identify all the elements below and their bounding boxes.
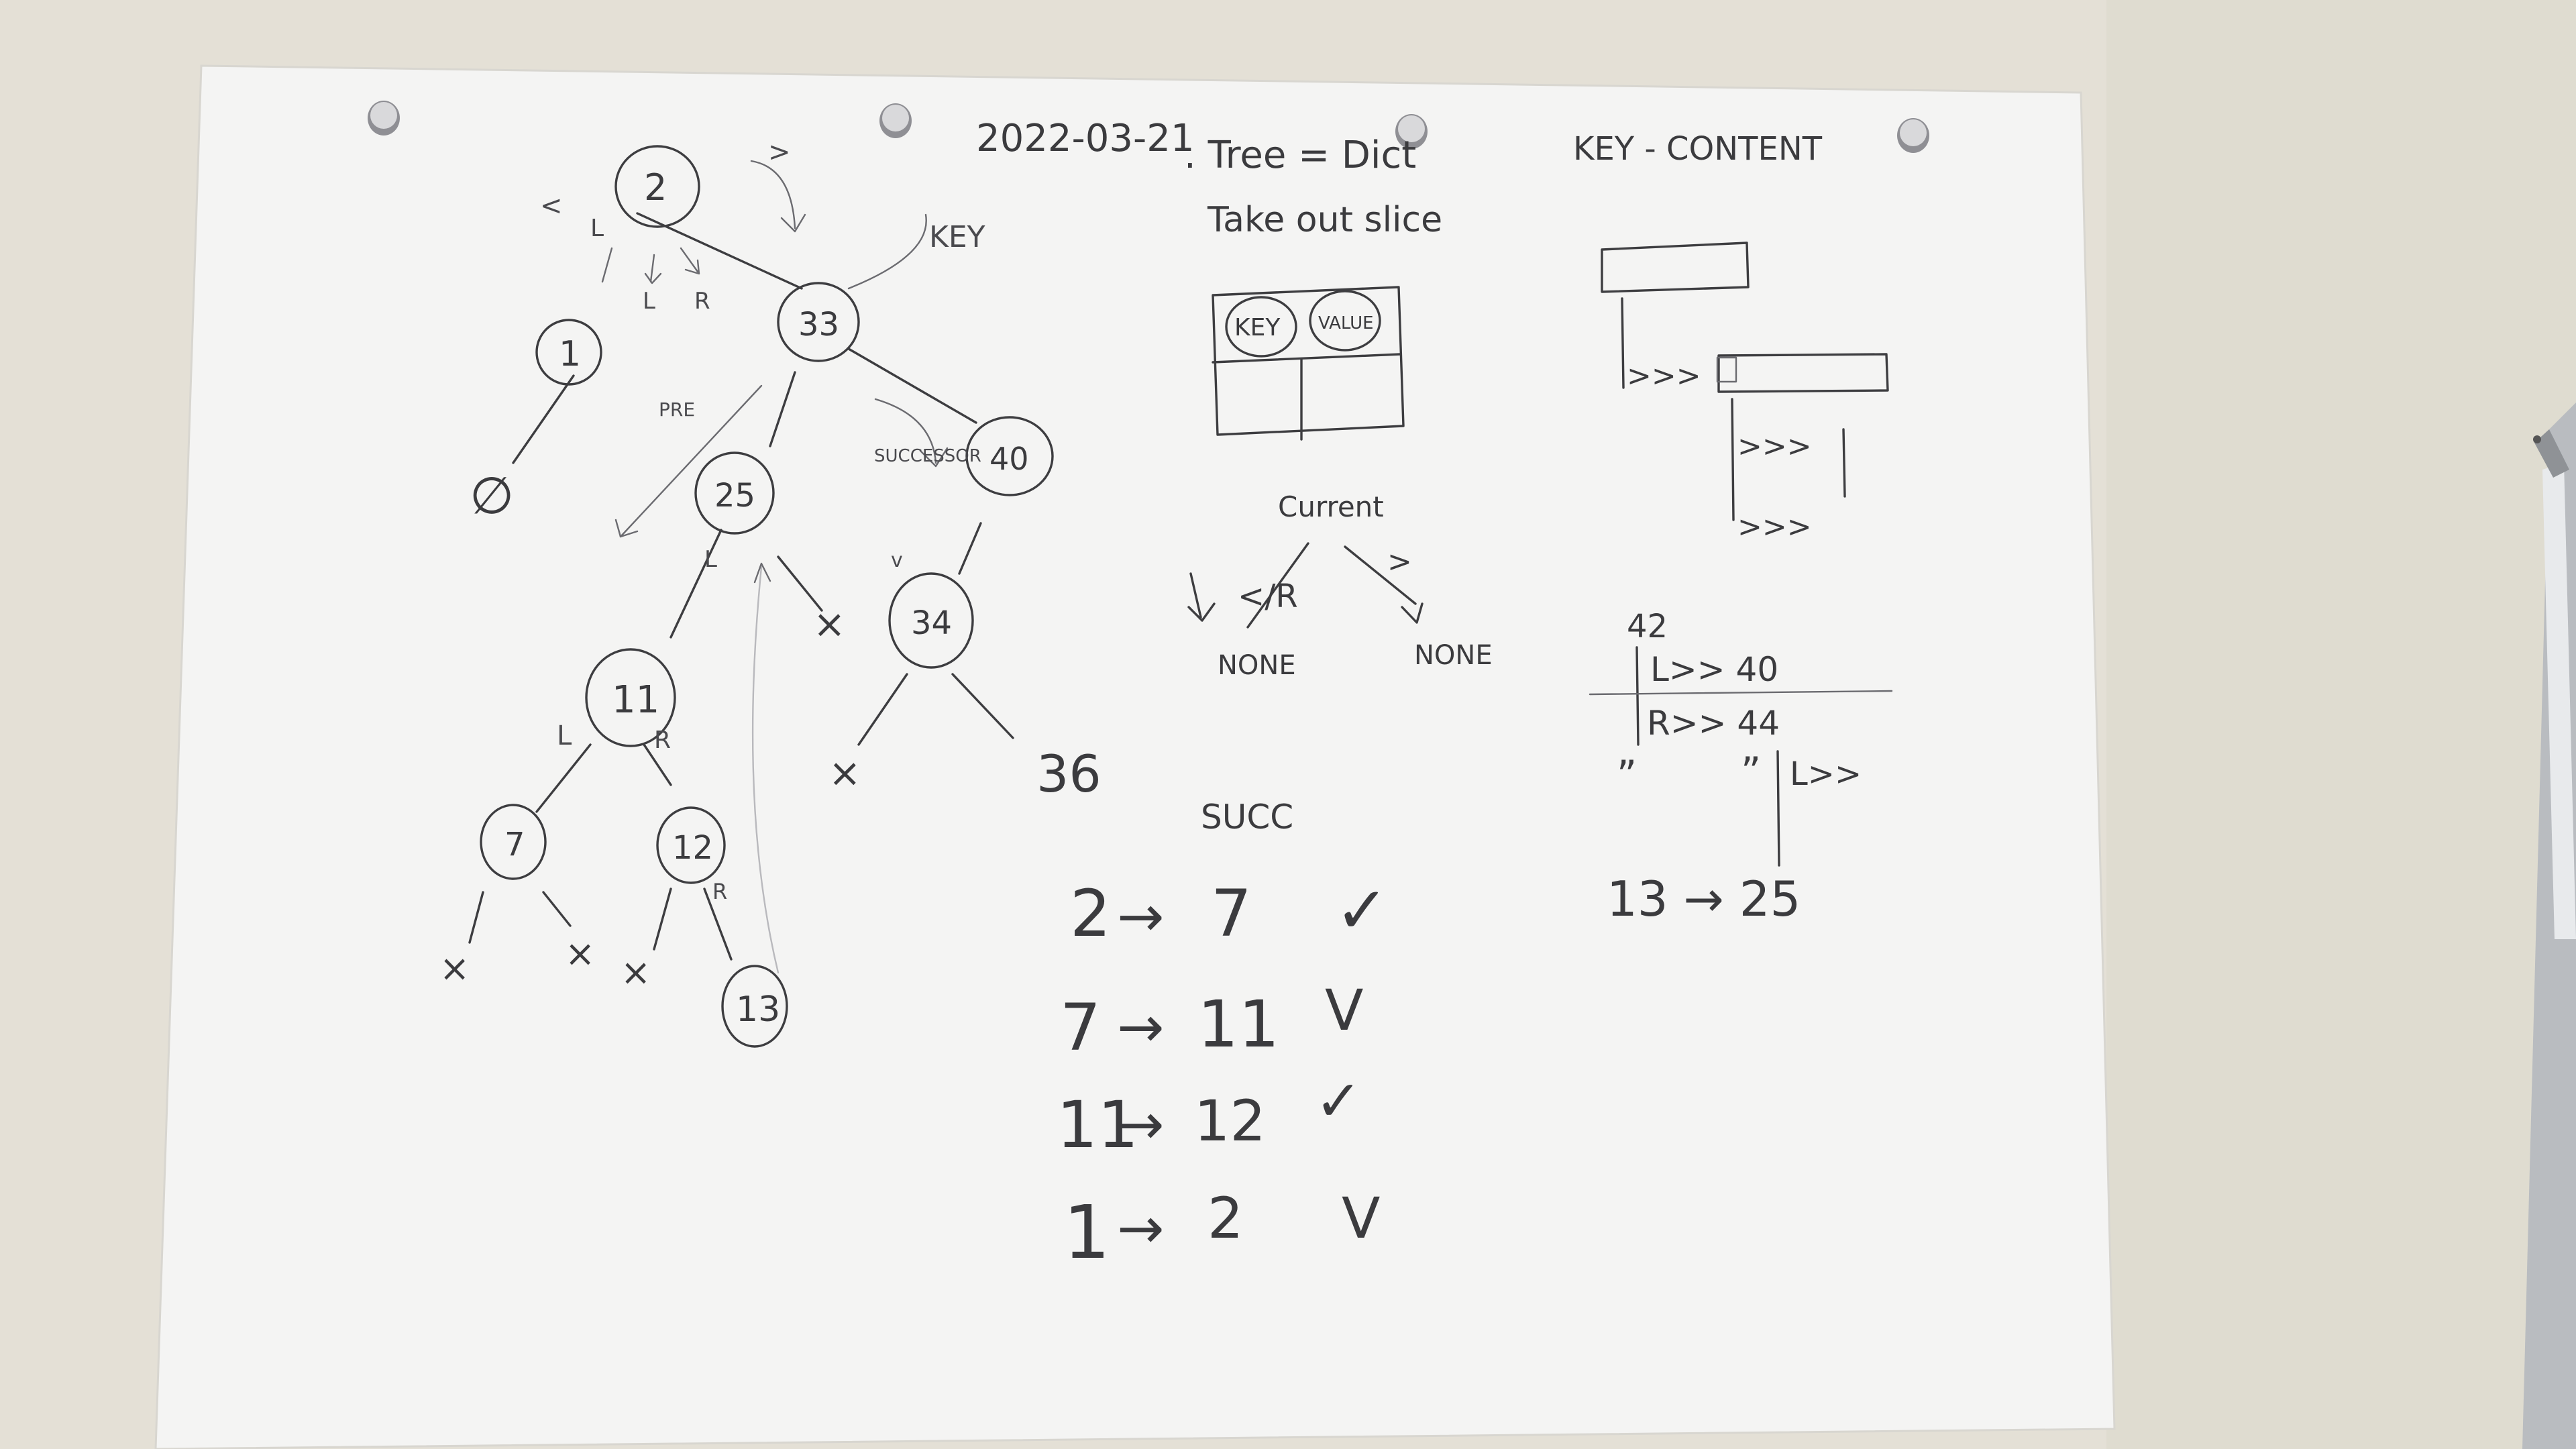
node-circle-2 (614, 145, 700, 228)
succ-row-4-arrow: → (1117, 1195, 1164, 1261)
key-value-table (1212, 286, 1405, 441)
label-successor: SUCCESSOR (874, 446, 981, 466)
label-R-root: R (694, 288, 710, 315)
succ-row-3-to: 12 (1194, 1088, 1266, 1154)
none-mark-7-left: × (439, 947, 470, 989)
node-42-stem (1635, 646, 1640, 746)
succ-row-3-arrow: → (1117, 1091, 1164, 1157)
current-gt-label: > (1387, 545, 1412, 579)
succ-row-3-check: ✓ (1315, 1068, 1362, 1134)
node-circle-13 (721, 965, 788, 1048)
label-pre: PRE (659, 398, 695, 421)
node-label-34: 34 (911, 604, 952, 642)
succ-row-2-arrow: → (1117, 994, 1164, 1060)
current-right-line (1344, 545, 1417, 605)
succ-row-3-from: 11 (1057, 1087, 1138, 1163)
node-circle-33 (777, 282, 860, 362)
table-value-label: VALUE (1318, 313, 1374, 333)
succ-row-3: 11 → 12 ✓ (1057, 1068, 1362, 1163)
node-42-right: R>> 44 (1647, 704, 1780, 743)
node-label-13: 13 (736, 989, 780, 1030)
node-circle-12 (656, 806, 726, 884)
chain-arrows-2: >>> (1737, 429, 1812, 464)
chain-arrows-1: >>> (1627, 359, 1701, 393)
succ-row-1: 2 → 7 ✓ (1070, 873, 1389, 951)
succ-row-4-to: 2 (1208, 1185, 1243, 1251)
none-mark-7-right: × (565, 932, 595, 975)
label-L-25: L (704, 546, 717, 573)
none-mark-34: × (828, 750, 861, 796)
header-title: . Tree = Dict (1184, 133, 1416, 177)
none-mark-25: × (813, 601, 846, 647)
current-left-line (1246, 542, 1309, 629)
table-key-label: KEY (1234, 314, 1281, 341)
node-label-11: 11 (612, 678, 659, 722)
edge-1-empty (512, 374, 575, 464)
ditto-mark-1: ” (1617, 752, 1637, 798)
succ-row-4-from: 1 (1063, 1189, 1110, 1275)
node-circle-34 (888, 572, 974, 669)
succ-title: SUCC (1201, 798, 1293, 837)
current-cond-label: </R (1238, 578, 1298, 615)
node-label-25: 25 (714, 477, 755, 515)
node-42-left: L>> 40 (1650, 650, 1778, 689)
succ-row-1-from: 2 (1070, 876, 1111, 951)
succ-row-2-from: 7 (1060, 990, 1101, 1065)
none-left-label: NONE (1218, 650, 1296, 681)
label-R-12: R (712, 879, 727, 904)
node-circle-11 (585, 648, 676, 747)
label-L-root-2: L (643, 288, 655, 315)
node-label-12: 12 (672, 829, 713, 867)
succ-row-4-check: V (1342, 1185, 1380, 1251)
succ-row-1-arrow: → (1117, 883, 1164, 949)
pen (2522, 402, 2576, 1449)
chain-arrows-3: >>> (1737, 510, 1812, 544)
none-mark-12-left: × (621, 951, 651, 994)
label-L-root: L (590, 215, 604, 242)
label-key: KEY (929, 220, 985, 254)
ditto-mark-2: ” (1741, 749, 1761, 794)
paper-sheet (154, 64, 2116, 1449)
label-v: v (891, 549, 903, 572)
mapping-13-25: 13 → 25 (1607, 871, 1801, 927)
succ-row-2-to: 11 (1197, 987, 1279, 1062)
succ-row-4: 1 → 2 V (1063, 1185, 1380, 1275)
take-out-slice: Take out slice (1207, 200, 1442, 240)
node-circle-25 (694, 451, 775, 535)
node-42-divider (1589, 690, 1893, 696)
node-label-40: 40 (989, 441, 1029, 477)
node-circle-1 (535, 319, 602, 386)
succ-row-2: 7 → 11 V (1060, 977, 1363, 1065)
desk-shadow-right (2106, 0, 2576, 1449)
label-lt-root: < (540, 191, 563, 221)
punch-holes (368, 101, 1929, 153)
node-circle-40 (965, 416, 1054, 496)
current-label: Current (1278, 490, 1384, 523)
succ-row-1-check: ✓ (1335, 873, 1389, 948)
node-label-33: 33 (798, 306, 839, 343)
leaf-label-36: 36 (1036, 744, 1102, 804)
left-link-label: L>> (1790, 755, 1862, 793)
node-label-1: 1 (559, 334, 581, 374)
structure-diagram (1601, 241, 1889, 521)
label-L-11: L (557, 720, 572, 751)
empty-set-symbol: ∅ (470, 466, 514, 525)
node-label-2: 2 (644, 166, 667, 209)
node-label-7: 7 (504, 826, 525, 863)
header-date: 2022-03-21 (976, 117, 1194, 160)
binary-tree (468, 145, 1054, 1048)
node-circle-7 (480, 804, 547, 880)
ditto-stem (1776, 750, 1780, 867)
succ-row-2-check: V (1325, 977, 1363, 1043)
header-key-content: KEY - CONTENT (1573, 130, 1823, 168)
label-R-11: R (654, 727, 671, 754)
succ-row-1-to: 7 (1211, 876, 1252, 951)
node-42-label: 42 (1627, 608, 1668, 645)
label-gt-root: > (768, 137, 791, 168)
none-right-label: NONE (1414, 640, 1493, 671)
curved-arrow-13-to-25 (751, 566, 780, 974)
